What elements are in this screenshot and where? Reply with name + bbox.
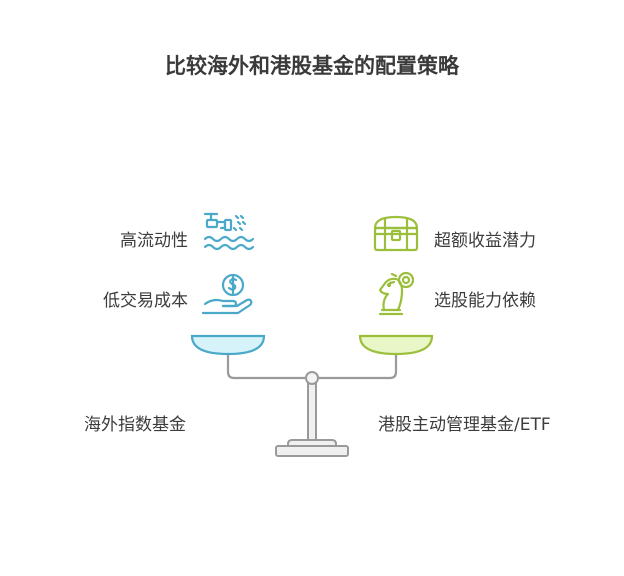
balance-pillar — [307, 381, 317, 441]
chess-knight-icon — [378, 271, 415, 316]
balance-pivot — [305, 371, 319, 385]
hand-coin-icon — [201, 273, 253, 315]
water-faucet-icon — [203, 212, 255, 251]
right-feature-2: 选股能力依赖 — [434, 291, 536, 311]
right-pan — [358, 334, 434, 356]
left-option-name: 海外指数基金 — [84, 415, 186, 435]
left-feature-1: 高流动性 — [120, 231, 188, 251]
left-feature-2: 低交易成本 — [103, 291, 188, 311]
balance-base-top — [287, 439, 337, 447]
right-option-name: 港股主动管理基金/ETF — [378, 415, 551, 435]
diagram-title: 比较海外和港股基金的配置策略 — [165, 54, 459, 78]
treasure-chest-icon — [373, 215, 419, 252]
right-feature-1: 超额收益潜力 — [434, 231, 536, 251]
left-pan — [190, 334, 266, 356]
balance-base — [275, 445, 349, 457]
